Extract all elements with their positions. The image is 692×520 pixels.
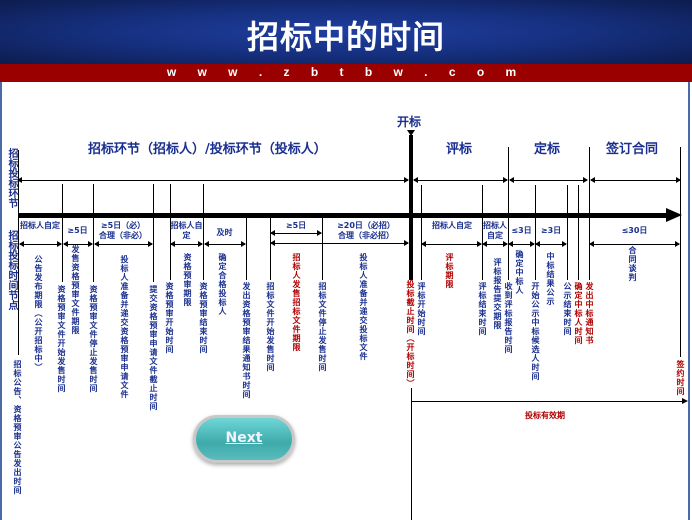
- milestone-label: 开始公示中标候选人时间: [531, 282, 540, 381]
- divider: [246, 218, 247, 280]
- divider: [62, 184, 63, 282]
- validity-label: 投标有效期: [525, 411, 565, 420]
- segment-arrow: [482, 241, 508, 247]
- milestone-label: 资格预审文件停止发售时间: [89, 285, 98, 393]
- segment-arrow: [63, 241, 93, 247]
- milestone-label: 投标截止时间（开标时间）: [406, 280, 415, 388]
- span-arrow-evaluation: [413, 177, 508, 183]
- segment-arrow: [421, 241, 482, 247]
- milestone-label: 发出资格预审结果通知书时间: [242, 282, 251, 399]
- divider: [578, 185, 579, 280]
- left-border: [0, 82, 2, 520]
- milestone-label: 发出中标通知书: [585, 282, 594, 345]
- period-label: 确定中标人: [515, 250, 524, 295]
- span-arrow-award: [509, 177, 588, 183]
- opening-arrow-icon: [407, 130, 415, 136]
- side-label-milestones: 招标投标时间节点: [6, 230, 17, 310]
- milestone-label: 资格预审文件开始发售时间: [57, 285, 66, 393]
- segment-arrow: [170, 241, 203, 247]
- segment-label: ≤30日: [621, 226, 648, 235]
- period-label: 中标结果公示: [546, 252, 555, 306]
- divider: [93, 184, 94, 282]
- milestone-label: 招标文件停止发售时间: [318, 282, 327, 372]
- span-arrow-tender: [17, 177, 409, 183]
- divider: [567, 185, 568, 280]
- divider: [589, 147, 590, 280]
- segment-label: ≥5日: [285, 221, 307, 230]
- divider: [680, 147, 681, 357]
- segment-arrow: [204, 241, 246, 247]
- milestone-label: 提交资格预审申请文件截止时间: [149, 285, 158, 411]
- milestone-label: 招标公告、资格预审公告发出时间: [13, 360, 22, 495]
- divider: [270, 218, 271, 280]
- segment-label: ≥5日（必） 合理（非必）: [99, 221, 147, 240]
- divider: [508, 147, 509, 280]
- period-label: 投标人准备并递交投标文件: [359, 253, 368, 361]
- segment-arrow: [19, 241, 62, 247]
- segment-label: 招标人自定: [432, 221, 472, 230]
- opening-line: [409, 135, 413, 370]
- segment-arrow: [535, 241, 567, 247]
- milestone-label: 确定中标人时间: [574, 282, 583, 345]
- opening-line-lower: [411, 370, 412, 520]
- divider: [482, 185, 483, 280]
- segment-label: ≥5日: [67, 226, 88, 235]
- timeline-axis: [18, 213, 668, 218]
- segment-label: ≥20日（必招） 合理（非必招）: [337, 221, 395, 240]
- segment-label: ≥3日: [540, 226, 562, 235]
- period-label: 公告发布期限（公开招标中）: [34, 255, 43, 372]
- segment-arrow: [270, 230, 322, 236]
- period-label: 发售资格预审文件期限: [71, 245, 80, 335]
- section-opening: 开标: [397, 115, 422, 129]
- segment-label: 及时: [216, 228, 233, 237]
- section-award: 定标: [534, 142, 561, 157]
- span-arrow-contract: [590, 177, 681, 183]
- section-tender-bid: 招标环节（招标人）/投标环节（投标人）: [88, 142, 327, 157]
- divider: [170, 184, 171, 280]
- section-evaluation: 评标: [446, 142, 473, 157]
- milestone-label: 公示结束时间: [563, 282, 572, 336]
- page-title: 招标中的时间: [246, 18, 445, 56]
- divider: [203, 184, 204, 280]
- segment-label: 招标人自定: [20, 221, 60, 230]
- milestone-label: 资格预审开始时间: [165, 282, 174, 354]
- milestone-label: 招标文件开始发售时间: [266, 282, 275, 372]
- segment-arrow: [589, 241, 680, 247]
- milestone-label: 评标结束时间: [478, 282, 487, 336]
- right-border: [688, 82, 690, 520]
- milestone-label: 评标开始时间: [417, 282, 426, 336]
- segment-label: 招标人自定: [170, 221, 203, 240]
- validity-arrowhead-icon: [682, 398, 688, 404]
- period-label: 评标报告提交期限: [493, 258, 502, 330]
- milestone-label: 签约时间: [676, 360, 685, 396]
- divider: [535, 185, 536, 280]
- timeline-arrowhead: [666, 208, 682, 222]
- segment-label: ≤3日: [511, 226, 532, 235]
- milestone-label: 资格预审结束时间: [199, 282, 208, 354]
- start-line: [18, 150, 19, 355]
- url-band: [0, 64, 692, 82]
- divider: [322, 218, 323, 280]
- side-label-stages: 招标投标环节: [6, 148, 17, 208]
- period-label: 确定合格投标人: [218, 253, 227, 316]
- divider: [421, 185, 422, 280]
- divider: [153, 184, 154, 282]
- segment-label: 招标人自定: [483, 221, 507, 240]
- next-button[interactable]: Next: [193, 415, 295, 463]
- period-label: 招标人发售招标文件期限: [292, 253, 301, 352]
- period-label: 评标期限: [445, 253, 454, 289]
- segment-arrow: [270, 240, 409, 246]
- header-banner: [0, 0, 692, 64]
- section-contract: 签订合同: [606, 142, 659, 157]
- period-label: 合同谈判: [628, 246, 637, 282]
- milestone-label: 收到评标报告时间: [504, 282, 513, 354]
- segment-arrow: [508, 241, 535, 247]
- site-url: w w w . z b t b w . c o m: [166, 65, 526, 79]
- period-label: 投标人准备并递交资格预审申请文件: [120, 255, 129, 399]
- period-label: 资格预审期限: [183, 253, 192, 307]
- validity-arrow: [411, 401, 683, 402]
- segment-arrow: [94, 241, 153, 247]
